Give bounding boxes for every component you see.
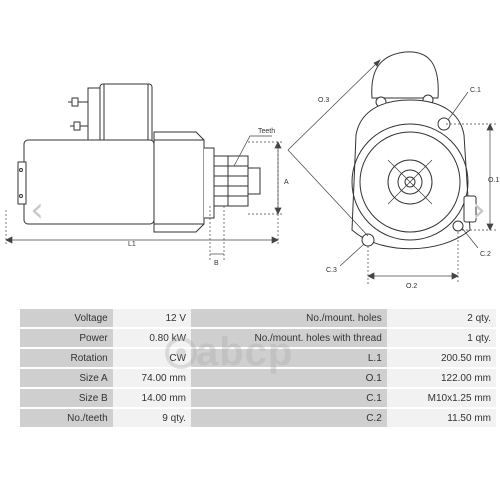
side-view-dimensions xyxy=(5,135,284,262)
spec-label: No./mount. holes with thread xyxy=(191,329,387,347)
dim-a-label: A xyxy=(284,179,289,186)
spec-value: CW xyxy=(112,349,192,367)
dim-c2-label: C.2 xyxy=(480,251,491,258)
table-row: Size A 74.00 mm O.1 122.00 mm xyxy=(20,369,496,387)
table-row: Size B 14.00 mm C.1 M10x1.25 mm xyxy=(20,389,496,407)
front-view-dimensions xyxy=(287,59,496,284)
spec-value: 74.00 mm xyxy=(112,369,192,387)
spec-label: No./teeth xyxy=(20,409,113,427)
spec-label: Rotation xyxy=(20,349,113,367)
dim-c1-label: C.1 xyxy=(470,87,481,94)
spec-label: C.2 xyxy=(191,409,387,427)
spec-label: L.1 xyxy=(191,349,387,367)
chevron-right-icon[interactable]: › xyxy=(472,190,486,230)
spec-value: 11.50 mm xyxy=(386,409,496,427)
dim-o2-label: O.2 xyxy=(406,283,417,290)
teeth-label: Teeth xyxy=(258,128,275,135)
spec-value: 122.00 mm xyxy=(386,369,496,387)
dim-l1-label: L1 xyxy=(128,241,136,248)
spec-value: M10x1.25 mm xyxy=(386,389,496,407)
spec-label: No./mount. holes xyxy=(191,309,387,327)
starter-side-view xyxy=(17,83,261,233)
table-row: Voltage 12 V No./mount. holes 2 qty. xyxy=(20,309,496,327)
dim-c3-label: C.3 xyxy=(326,267,337,274)
spec-label: C.1 xyxy=(191,389,387,407)
dim-o1-label: O.1 xyxy=(488,177,499,184)
spec-value: 14.00 mm xyxy=(112,389,192,407)
spec-value: 9 qty. xyxy=(112,409,192,427)
spec-label: Size A xyxy=(20,369,113,387)
spec-label: Voltage xyxy=(20,309,113,327)
spec-label: Power xyxy=(20,329,113,347)
dim-b-label: B xyxy=(214,260,219,267)
spec-label: Size B xyxy=(20,389,113,407)
table-row: Rotation CW L.1 200.50 mm xyxy=(20,349,496,367)
watermark-text: abcp xyxy=(196,330,294,374)
table-row: No./teeth 9 qty. C.2 11.50 mm xyxy=(20,409,496,427)
table-row: Power 0.80 kW No./mount. holes with thre… xyxy=(20,329,496,347)
spec-label: O.1 xyxy=(191,369,387,387)
chevron-left-icon[interactable]: ‹ xyxy=(30,190,44,230)
starter-front-view xyxy=(351,51,477,250)
specifications-table: Voltage 12 V No./mount. holes 2 qty. Pow… xyxy=(20,307,496,429)
spec-value: 2 qty. xyxy=(386,309,496,327)
spec-value: 12 V xyxy=(112,309,192,327)
spec-value: 200.50 mm xyxy=(386,349,496,367)
watermark-logo-icon xyxy=(165,337,197,369)
starter-technical-drawing: Teeth A B L1 xyxy=(5,51,499,290)
spec-value: 1 qty. xyxy=(386,329,496,347)
dim-o3-label: O.3 xyxy=(318,97,329,104)
spec-value: 0.80 kW xyxy=(112,329,192,347)
